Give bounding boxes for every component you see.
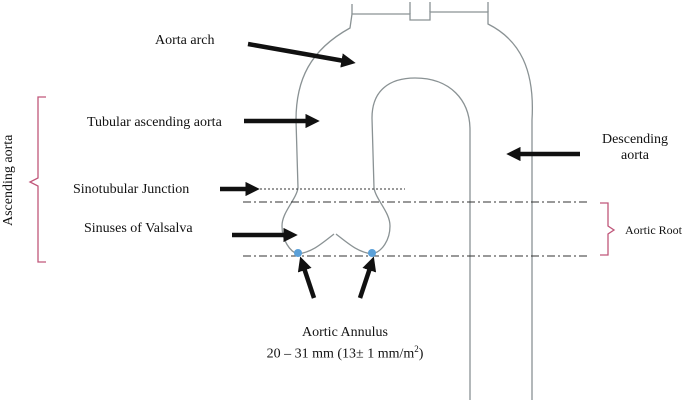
aorta-outline [281,11,534,400]
annulus-left-arrow [297,256,317,299]
aorta-arch-label: Aorta arch [155,33,215,48]
annulus-dot-left [294,249,302,257]
right-sinus [335,187,391,255]
annulus-measurement-main: 20 – 31 mm (13± 1 mm/m [266,346,415,362]
descending-aorta-line1: Descending [601,132,669,147]
annulus-measurement-end: ) [418,346,424,362]
descending-aorta-line2: aorta [621,148,649,163]
aortic-root-bracket [600,202,616,256]
annulus-right-arrow [357,256,377,299]
annulus-dot-right [368,249,376,257]
sinuses-valsalva-label: Sinuses of Valsalva [84,221,193,236]
aorta-outer-wall [295,11,534,400]
annulus-measurement-sup: 2 [414,344,419,354]
aorta-inner-wall [371,77,471,400]
sinotubular-junction-label: Sinotubular Junction [73,182,190,197]
aortic-annulus-label: Aortic Annulus 20 – 31 mm (13± 1 mm/m2) [230,325,460,363]
aorta-arch-arrow [247,41,356,68]
annulus-measurement: 20 – 31 mm (13± 1 mm/m2) [230,341,460,363]
descending-aorta-label: Descending aorta [590,132,680,164]
ascending-aorta-bracket [28,96,46,263]
tubular-ascending-label: Tubular ascending aorta [87,115,222,130]
left-sinus [281,187,335,255]
arch-branch-vessels [351,2,489,14]
aortic-root-label: Aortic Root [625,223,682,237]
annulus-title: Aortic Annulus [302,325,388,340]
ascending-aorta-label: Ascending aorta [1,134,16,226]
